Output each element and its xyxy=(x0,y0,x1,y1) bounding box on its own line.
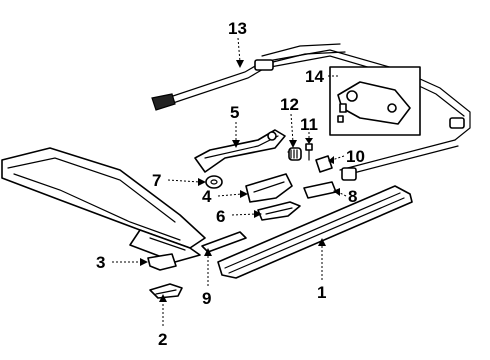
callout-14: 14 xyxy=(305,67,324,86)
callout-10: 10 xyxy=(346,147,365,166)
callout-7: 7 xyxy=(152,171,161,190)
seal-strip xyxy=(201,231,247,253)
cable-track-assembly xyxy=(151,43,471,177)
guide-shoe xyxy=(257,201,301,221)
callout-9: 9 xyxy=(202,289,211,308)
bracket xyxy=(245,173,293,203)
spring xyxy=(287,147,302,161)
callout-11: 11 xyxy=(300,115,318,134)
small-bracket xyxy=(147,253,177,271)
callout-5: 5 xyxy=(230,103,239,122)
callout-8: 8 xyxy=(348,187,357,206)
callout-2: 2 xyxy=(158,330,167,349)
screw xyxy=(305,143,313,161)
callout-6: 6 xyxy=(216,207,225,226)
rear-guide-track xyxy=(217,185,413,279)
guide-rail xyxy=(194,129,286,173)
leader-lines xyxy=(112,37,347,326)
callout-1: 1 xyxy=(317,283,326,302)
lower-clip xyxy=(149,283,183,299)
callout-labels: 1 2 3 4 5 6 7 8 9 10 11 12 13 14 xyxy=(96,19,365,349)
callout-3: 3 xyxy=(96,253,105,272)
sunroof-motor-box xyxy=(329,66,421,136)
callout-12: 12 xyxy=(280,95,299,114)
clip xyxy=(315,155,333,173)
callout-4: 4 xyxy=(202,187,212,206)
roof-front-frame xyxy=(1,147,206,263)
callout-13: 13 xyxy=(228,19,247,38)
